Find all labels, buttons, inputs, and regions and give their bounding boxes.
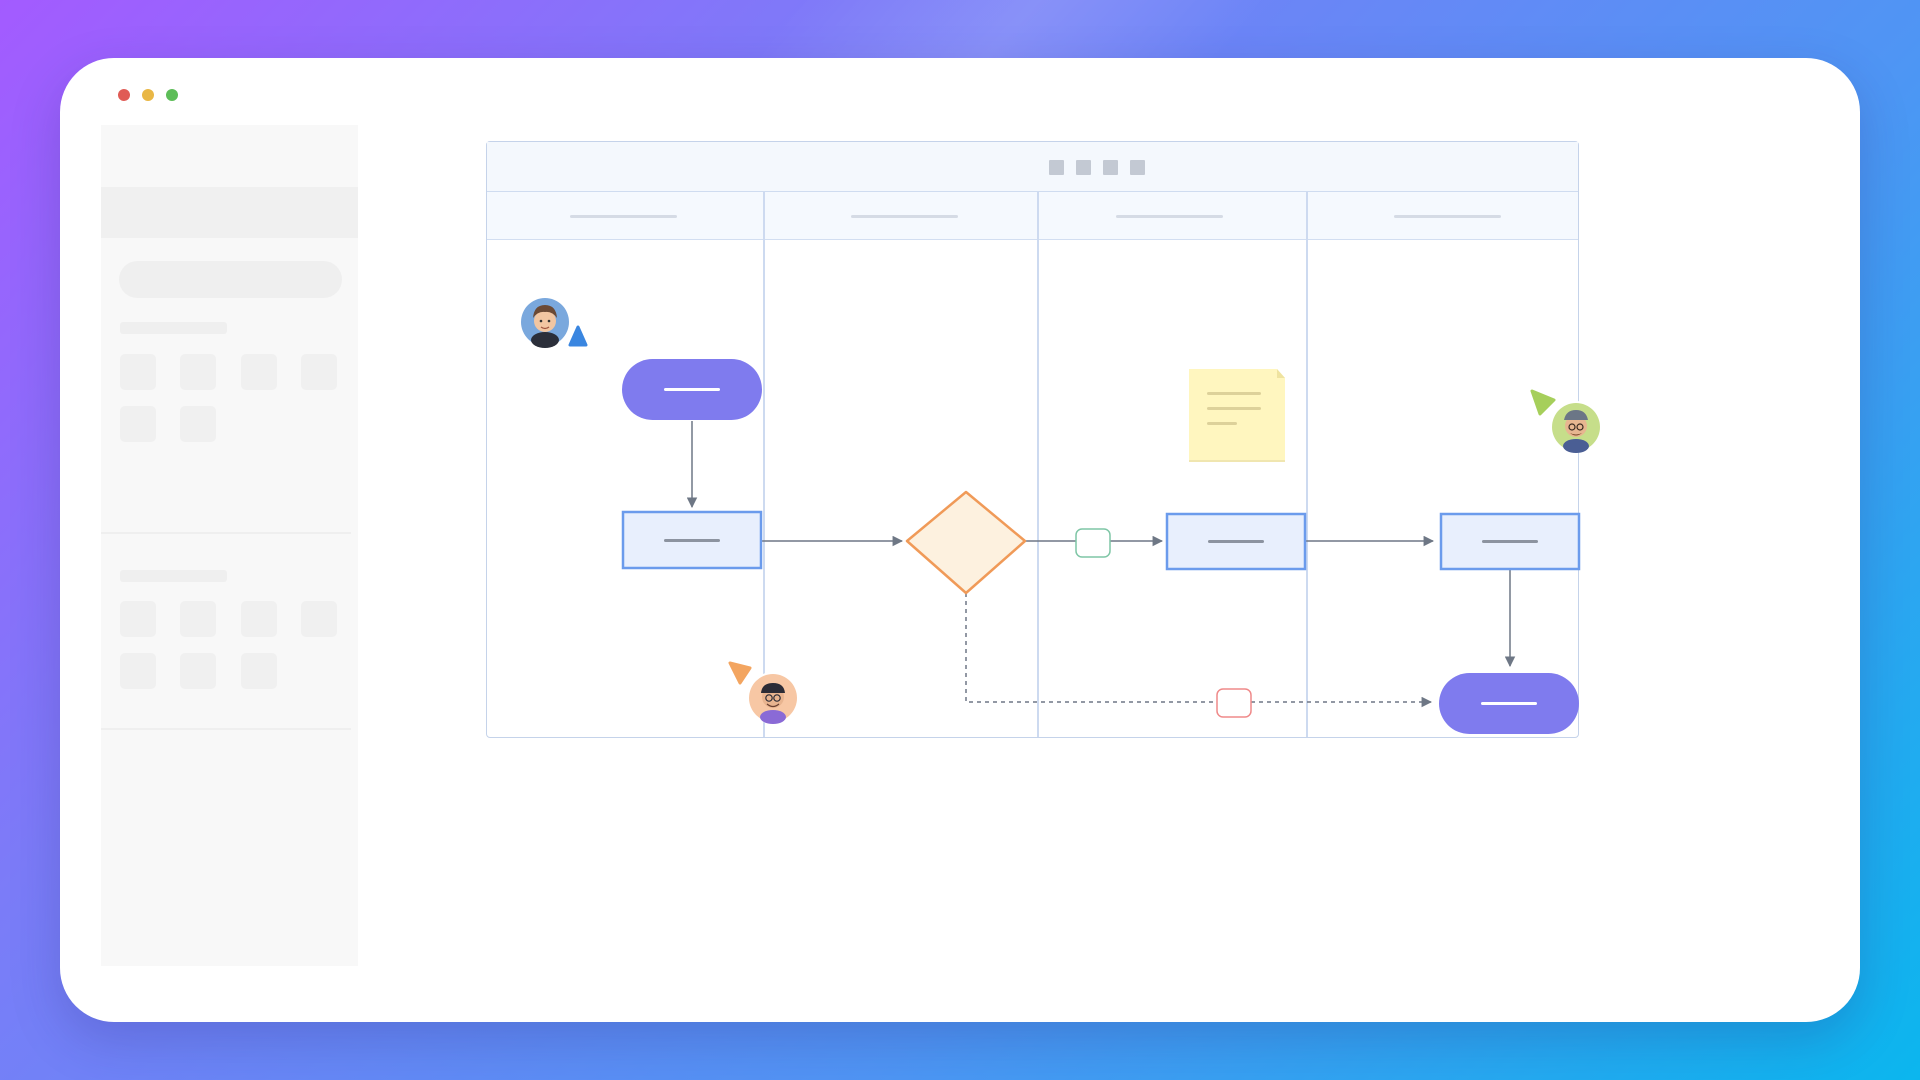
sidebar-search-placeholder[interactable] [119,261,342,298]
note-line [1207,422,1237,425]
connector-label-yes[interactable] [1075,528,1111,558]
process-box-2[interactable] [1165,512,1307,571]
shape-tile[interactable] [120,601,156,637]
collaborator-avatar-2[interactable] [747,672,799,724]
lane-divider [1306,192,1308,737]
diagram-toolbar [487,142,1578,192]
process-box-3[interactable] [1439,512,1581,571]
shape-tile[interactable] [241,354,277,390]
lane-title-placeholder [570,215,677,218]
lane-header-4[interactable] [1306,192,1578,240]
collaborator-cursor-icon [728,661,752,685]
shape-label-placeholder [1482,540,1538,543]
shape-tile[interactable] [180,653,216,689]
sidebar-divider [101,728,351,730]
end-terminator[interactable] [1439,673,1579,734]
lane-header-3[interactable] [1037,192,1306,240]
toolbar-icon-1[interactable] [1049,160,1064,175]
start-terminator[interactable] [622,359,762,420]
collaborator-cursor-icon [568,325,588,347]
shape-label-placeholder [664,539,720,542]
lane-title-placeholder [1394,215,1501,218]
maximize-window-button[interactable] [166,89,178,101]
shape-group-label-placeholder [120,570,227,582]
toolbar-icon-2[interactable] [1076,160,1091,175]
lane-title-placeholder [1116,215,1223,218]
lane-title-placeholder [851,215,958,218]
minimize-window-button[interactable] [142,89,154,101]
sidebar [101,125,358,966]
shape-tile[interactable] [120,354,156,390]
process-box-1[interactable] [621,510,763,570]
shape-group-label-placeholder [120,322,227,334]
toolbar-icon-3[interactable] [1103,160,1118,175]
decision-diamond[interactable] [905,490,1027,595]
connector-label-no[interactable] [1216,688,1252,718]
background-sheen [758,0,1262,60]
lane-header-1[interactable] [487,192,763,240]
collaborator-avatar-1[interactable] [519,296,571,348]
note-line [1207,407,1261,410]
shape-tile[interactable] [301,354,337,390]
swimlane-diagram[interactable] [486,141,1579,738]
lane-header-2[interactable] [763,192,1037,240]
collaborator-cursor-icon [1530,389,1556,416]
lane-divider [763,192,765,737]
shape-label-placeholder [1481,702,1537,705]
shape-tile[interactable] [120,653,156,689]
shape-label-placeholder [664,388,720,391]
toolbar-icon-4[interactable] [1130,160,1145,175]
shape-tile[interactable] [241,601,277,637]
sidebar-divider [101,532,351,534]
sticky-note[interactable] [1189,369,1285,462]
shape-tile[interactable] [180,601,216,637]
shape-tile[interactable] [241,653,277,689]
close-window-button[interactable] [118,89,130,101]
shape-label-placeholder [1208,540,1264,543]
sidebar-header-placeholder[interactable] [101,187,358,238]
lane-divider [1037,192,1039,737]
collaborator-avatar-3[interactable] [1550,401,1602,453]
shape-tile[interactable] [180,406,216,442]
shape-tile[interactable] [180,354,216,390]
shape-tile[interactable] [301,601,337,637]
shape-tile[interactable] [120,406,156,442]
note-line [1207,392,1261,395]
